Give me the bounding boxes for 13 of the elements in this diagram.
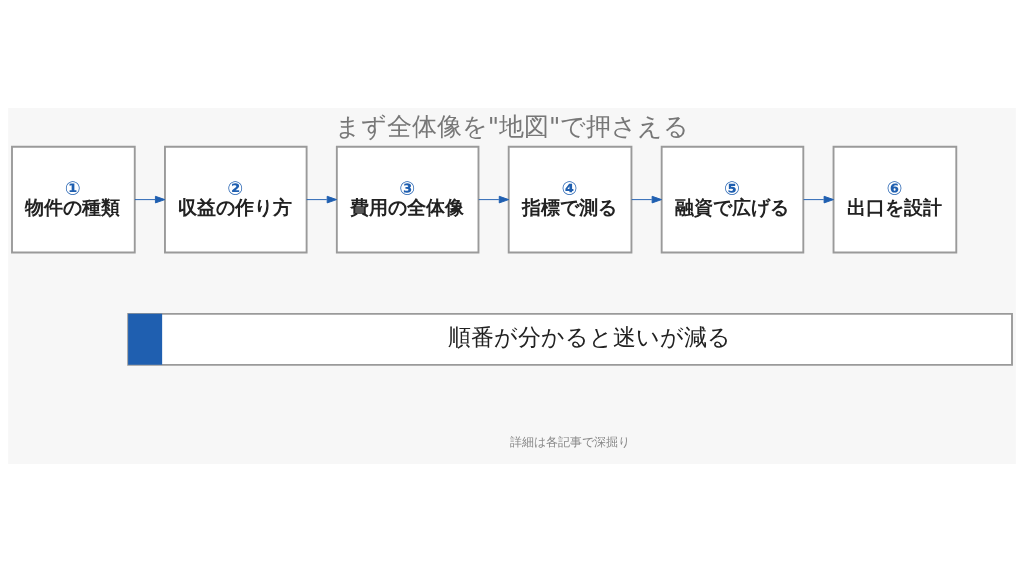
node-box: ④ 指標で測る bbox=[507, 145, 633, 254]
node-box: ③ 費用の全体像 bbox=[335, 145, 480, 254]
diagram-title: まず全体像を"地図"で押さえる bbox=[334, 112, 690, 142]
arrow bbox=[306, 195, 338, 204]
arrow bbox=[478, 195, 510, 204]
label: 詳細は各記事で深掘り bbox=[510, 435, 631, 450]
arrow bbox=[803, 195, 834, 204]
node-box: ⑤ 融資で広げる bbox=[660, 145, 805, 254]
arrow bbox=[134, 195, 166, 204]
node-box: ① 物件の種類 bbox=[11, 145, 136, 254]
node-box: ② 収益の作り方 bbox=[164, 145, 308, 254]
node-box: ⑥ 出口を設計 bbox=[832, 145, 958, 254]
arrow bbox=[631, 195, 663, 204]
